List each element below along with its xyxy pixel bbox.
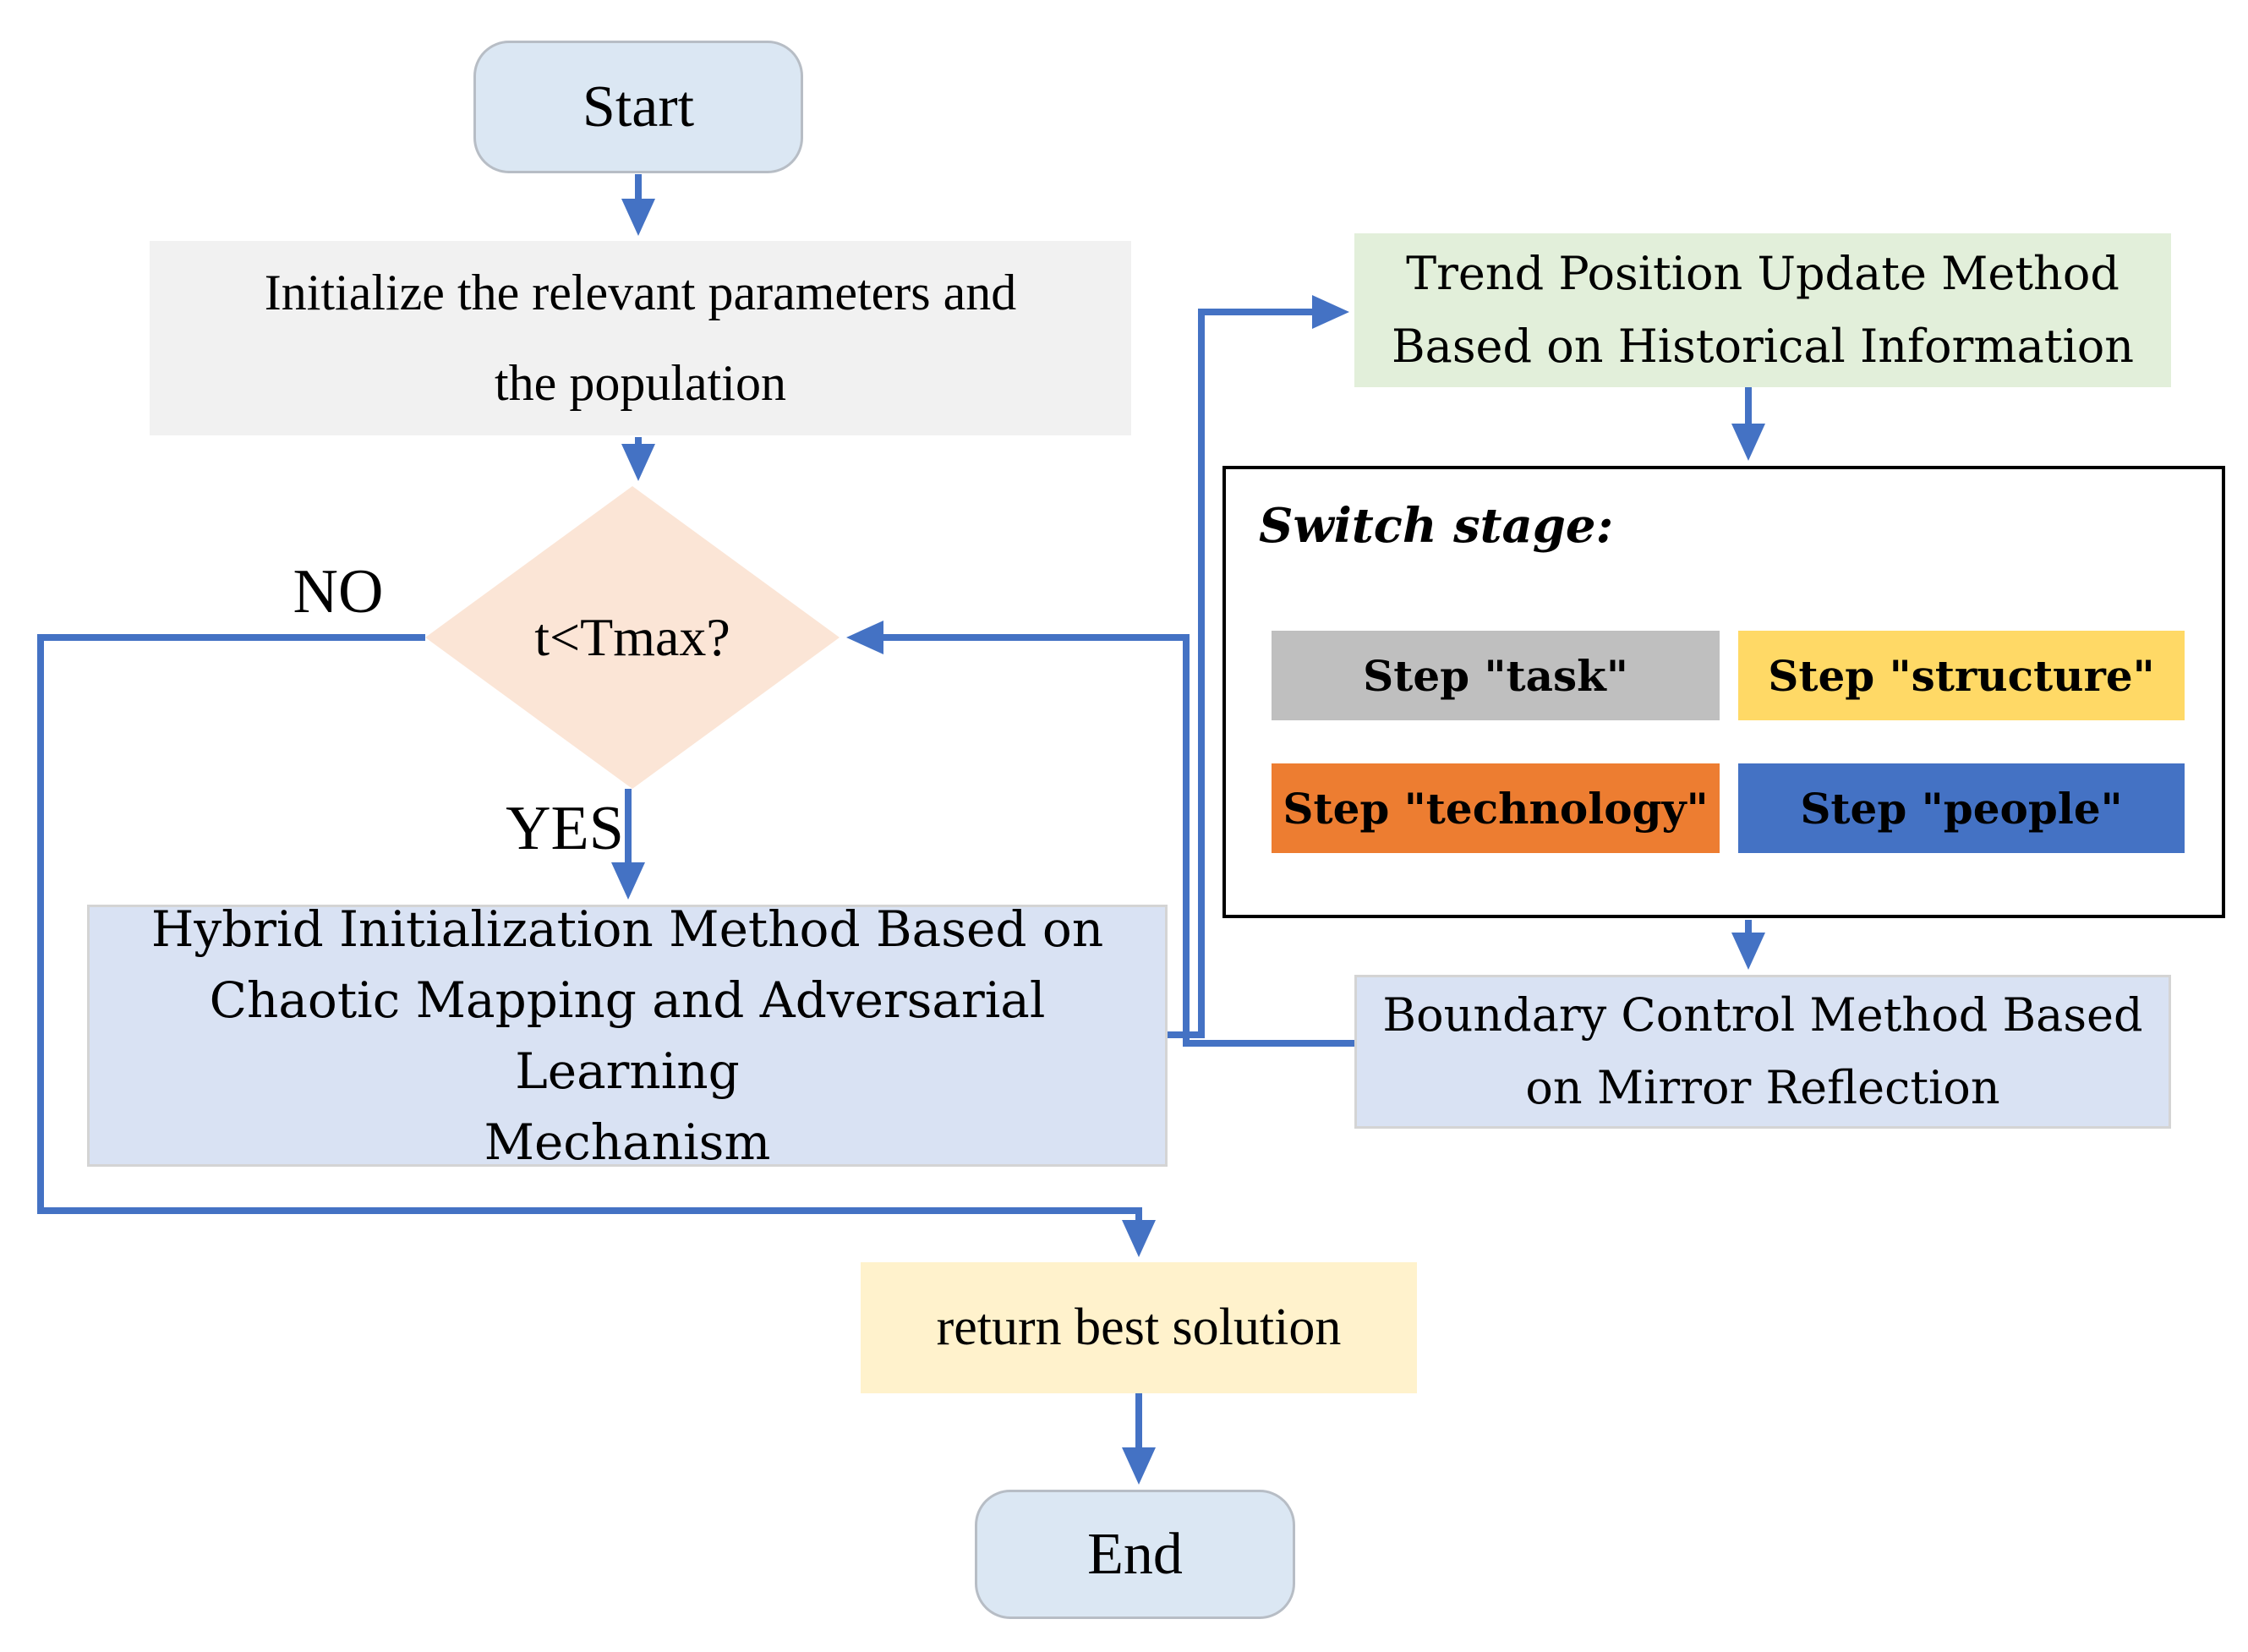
- yes-label: YES: [506, 794, 624, 863]
- switch-stage-title: Switch stage:: [1259, 498, 1614, 554]
- end-node: End: [975, 1490, 1295, 1619]
- start-node: Start: [473, 41, 803, 173]
- step-technology-box: Step "technology": [1272, 763, 1720, 853]
- hybrid-line3: Mechanism: [484, 1113, 771, 1172]
- trend-line1: Trend Position Update Method: [1406, 246, 2119, 300]
- hybrid-initialization-node: Hybrid Initialization Method Based on Ch…: [87, 900, 1168, 1171]
- step-structure-box: Step "structure": [1738, 631, 2185, 720]
- boundary-line2: on Mirror Reflection: [1525, 1061, 2000, 1114]
- boundary-line1: Boundary Control Method Based: [1382, 987, 2143, 1042]
- initialize-line1: Initialize the relevant parameters and: [264, 265, 1017, 321]
- end-label: End: [1087, 1521, 1183, 1587]
- decision-label: t<Tmax?: [534, 607, 730, 667]
- arrow-no-loop-to-return: [37, 634, 1156, 1257]
- initialize-parameters-node: Initialize the relevant parameters and t…: [150, 241, 1131, 435]
- step-task-box: Step "task": [1272, 631, 1720, 720]
- hybrid-line1: Hybrid Initialization Method Based on: [150, 900, 1104, 958]
- step-people-label: Step "people": [1800, 783, 2123, 834]
- boundary-control-node: Boundary Control Method Based on Mirror …: [1354, 975, 2171, 1129]
- trend-position-update-node: Trend Position Update Method Based on Hi…: [1354, 233, 2171, 387]
- step-technology-label: Step "technology": [1283, 783, 1709, 834]
- step-structure-label: Step "structure": [1768, 650, 2155, 701]
- no-label: NO: [293, 557, 384, 626]
- arrow-boundary-to-decision: [846, 621, 1354, 1047]
- step-people-box: Step "people": [1738, 763, 2185, 853]
- branch-label-no: NO: [271, 556, 406, 628]
- hybrid-line2: Chaotic Mapping and Adversarial Learning: [209, 971, 1046, 1100]
- step-task-label: Step "task": [1363, 650, 1628, 701]
- trend-line2: Based on Historical Information: [1391, 320, 2135, 373]
- return-label: return best solution: [936, 1299, 1342, 1356]
- initialize-line2: the population: [495, 355, 786, 411]
- return-best-solution-node: return best solution: [861, 1262, 1417, 1393]
- start-label: Start: [582, 74, 695, 139]
- switch-stage-container: Switch stage: Step "task" Step "structur…: [1222, 466, 2225, 918]
- branch-label-yes: YES: [497, 793, 632, 865]
